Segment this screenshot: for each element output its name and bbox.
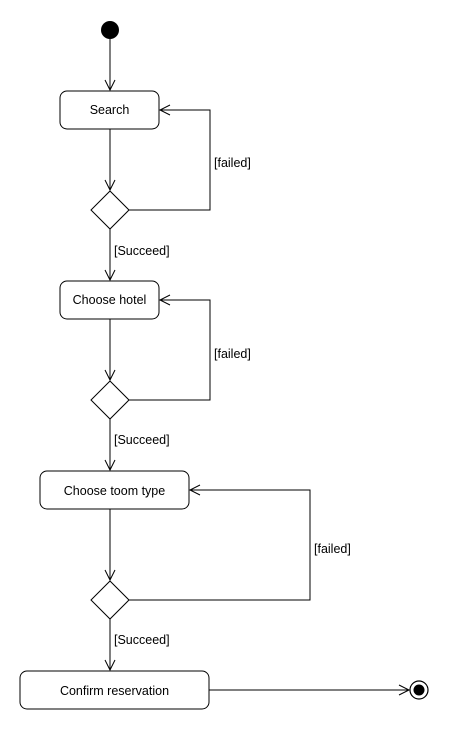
guard-failed-3: [failed] [314,542,351,556]
decision-node-3 [90,580,130,620]
flow-arrowhead [104,179,116,192]
activity-search: Search [59,90,160,130]
flow-arrowhead [158,104,171,116]
guard-failed-2: [failed] [214,347,251,361]
flow-arrowhead [104,269,116,282]
activity-confirm-reservation: Confirm reservation [19,670,210,710]
flow-failed-loop-1 [129,109,211,211]
flow-arrowhead [158,294,171,306]
activity-choose-hotel: Choose hotel [59,280,160,320]
flow-arrowhead [104,79,116,92]
activity-choose-room-type: Choose toom type [39,470,190,510]
initial-node [101,21,119,39]
flow-failed-loop-3 [129,489,311,601]
activity-confirm-reservation-label: Confirm reservation [60,684,169,698]
activity-choose-hotel-label: Choose hotel [73,293,147,307]
guard-succeed-1: [Succeed] [114,244,170,258]
flow-arrowhead [104,459,116,472]
decision-node-1 [90,190,130,230]
guard-succeed-2: [Succeed] [114,433,170,447]
flow-arrowhead [398,684,411,696]
guard-failed-1: [failed] [214,156,251,170]
final-node [409,680,429,700]
flow-arrowhead [104,659,116,672]
flow-arrowhead [104,569,116,582]
flow-failed-loop-2 [129,299,211,401]
activity-search-label: Search [90,103,130,117]
flow-arrowhead [188,484,201,496]
guard-succeed-3: [Succeed] [114,633,170,647]
flow-arrowhead [104,369,116,382]
decision-node-2 [90,380,130,420]
activity-choose-room-type-label: Choose toom type [64,484,165,498]
